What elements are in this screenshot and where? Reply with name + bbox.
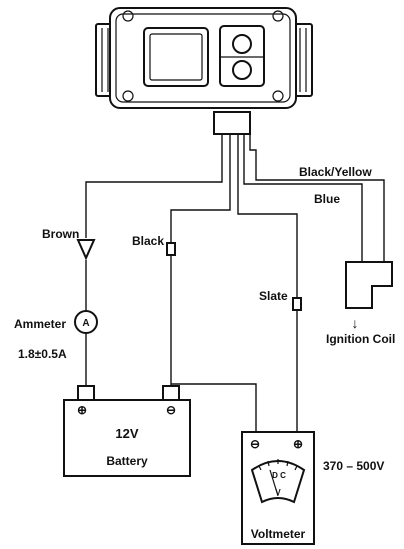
voltmeter-negative: ⊖	[250, 437, 260, 451]
battery-positive: ⊕	[77, 403, 87, 417]
label-slate: Slate	[259, 289, 288, 303]
label-blue: Blue	[314, 192, 340, 206]
ignition-coil: ↓ Ignition Coil	[326, 261, 395, 346]
wire-slate	[237, 134, 298, 298]
battery-label: Battery	[106, 454, 148, 468]
battery: ⊕ ⊖ 12V Battery	[63, 385, 191, 477]
ammeter-reading: 1.8±0.5A	[18, 347, 67, 361]
wire-black	[170, 134, 231, 243]
ammeter-label: Ammeter	[14, 317, 66, 331]
label-black: Black	[132, 234, 164, 248]
ammeter: A Ammeter 1.8±0.5A	[14, 310, 98, 361]
label-brown: Brown	[42, 227, 79, 241]
wire-blue	[243, 134, 363, 262]
voltmeter-unit: V	[275, 488, 281, 497]
wire-black-yellow	[249, 134, 385, 262]
voltmeter-dc: D C	[272, 471, 286, 480]
wire-battery-voltmeter	[171, 383, 257, 432]
ignition-coil-label: Ignition Coil	[326, 332, 395, 346]
label-black-yellow: Black/Yellow	[299, 165, 372, 179]
ignition-coil-arrow: ↓	[352, 315, 359, 331]
voltmeter-label: Voltmeter	[251, 527, 306, 541]
voltmeter-range: 370 – 500V	[323, 459, 384, 473]
voltmeter-positive: ⊕	[293, 437, 303, 451]
slate-connector	[292, 297, 302, 311]
voltmeter: ⊖ ⊕ D C V Voltmeter 370 – 500V	[241, 431, 384, 545]
wires	[85, 134, 385, 432]
ammeter-symbol: A	[82, 318, 89, 329]
control-unit	[95, 7, 313, 135]
battery-voltage: 12V	[115, 426, 138, 441]
battery-negative: ⊖	[166, 403, 176, 417]
wire-brown	[85, 134, 223, 238]
brown-connector	[76, 239, 96, 261]
black-connector	[166, 242, 176, 256]
